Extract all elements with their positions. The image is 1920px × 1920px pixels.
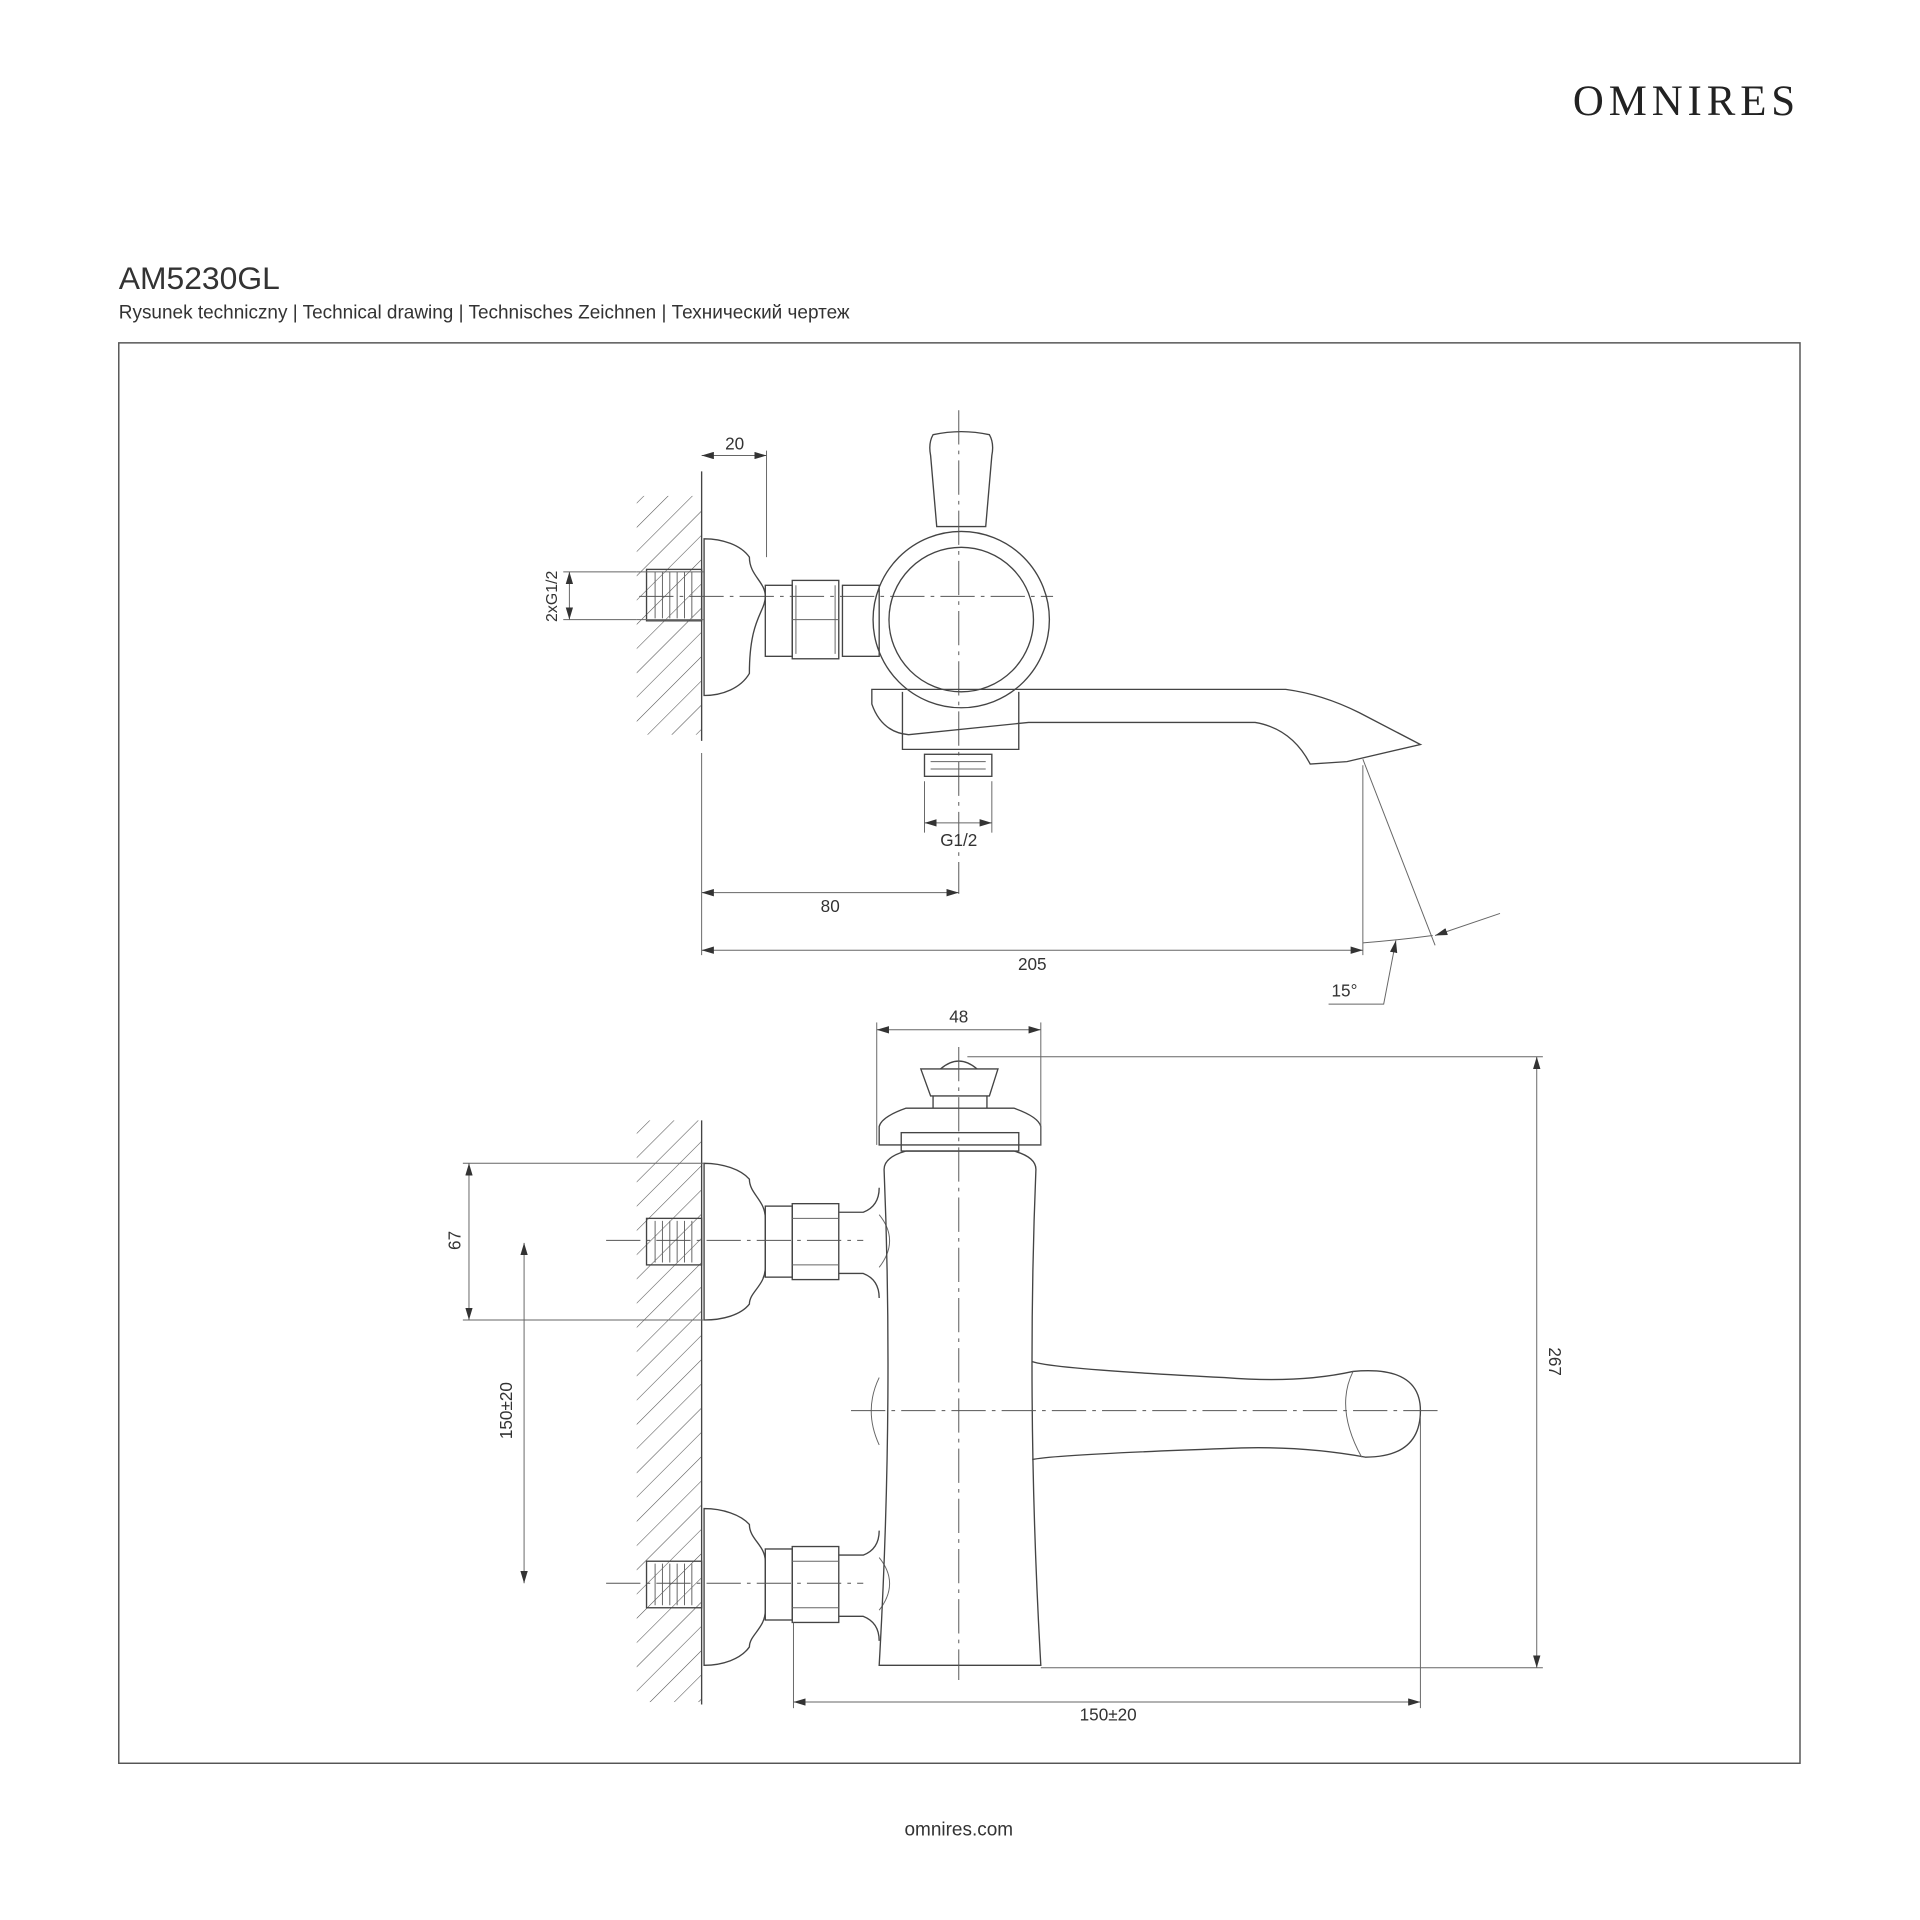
lower-inlet [645,1507,891,1666]
dim-wall-to-axis: 80 [821,896,840,916]
dim-wall-to-spout: 205 [1018,954,1047,974]
dim-escutcheon-depth: 20 [725,433,744,453]
dim-horizontal-spacing: 150±20 [1080,1704,1137,1724]
footer-website[interactable]: omnires.com [904,1820,1013,1841]
model-title: AM5230GL [119,260,280,296]
wall-hatch [636,495,702,735]
spout-side [871,688,1423,765]
dim-outlet-thread: G1/2 [940,830,977,850]
drawing-frame [118,342,1801,1764]
hex-nut [791,579,840,660]
dim-cap-width: 48 [949,1006,968,1026]
dim-total-height: 267 [1545,1347,1565,1376]
escutcheon [703,538,766,697]
wall-hatch [636,1120,702,1703]
omnires-logo: OMNIRES [1573,78,1800,125]
body-ring-outer [872,530,1051,709]
cap [878,1107,1042,1146]
upper-inlet [645,1162,891,1321]
side-view: 20 2xG1/2 G1/2 80 205 15° [544,410,1501,1005]
dim-spout-angle: 15° [1332,981,1358,1001]
valve-body [878,1150,1042,1666]
dim-inlet-to-top: 67 [444,1231,464,1250]
dim-inlet-spacing: 150±20 [496,1382,516,1439]
drawing-subtitle: Rysunek techniczny | Technical drawing |… [119,302,850,323]
body-ring-inner [888,546,1035,693]
dim-inlet-thread: 2xG1/2 [544,571,561,622]
outlet-thread [923,753,993,777]
lever-handle [929,430,994,528]
knob [919,1068,999,1109]
inlet-thread [645,568,703,622]
front-view: 48 267 67 150±20 150±20 [444,1006,1565,1724]
